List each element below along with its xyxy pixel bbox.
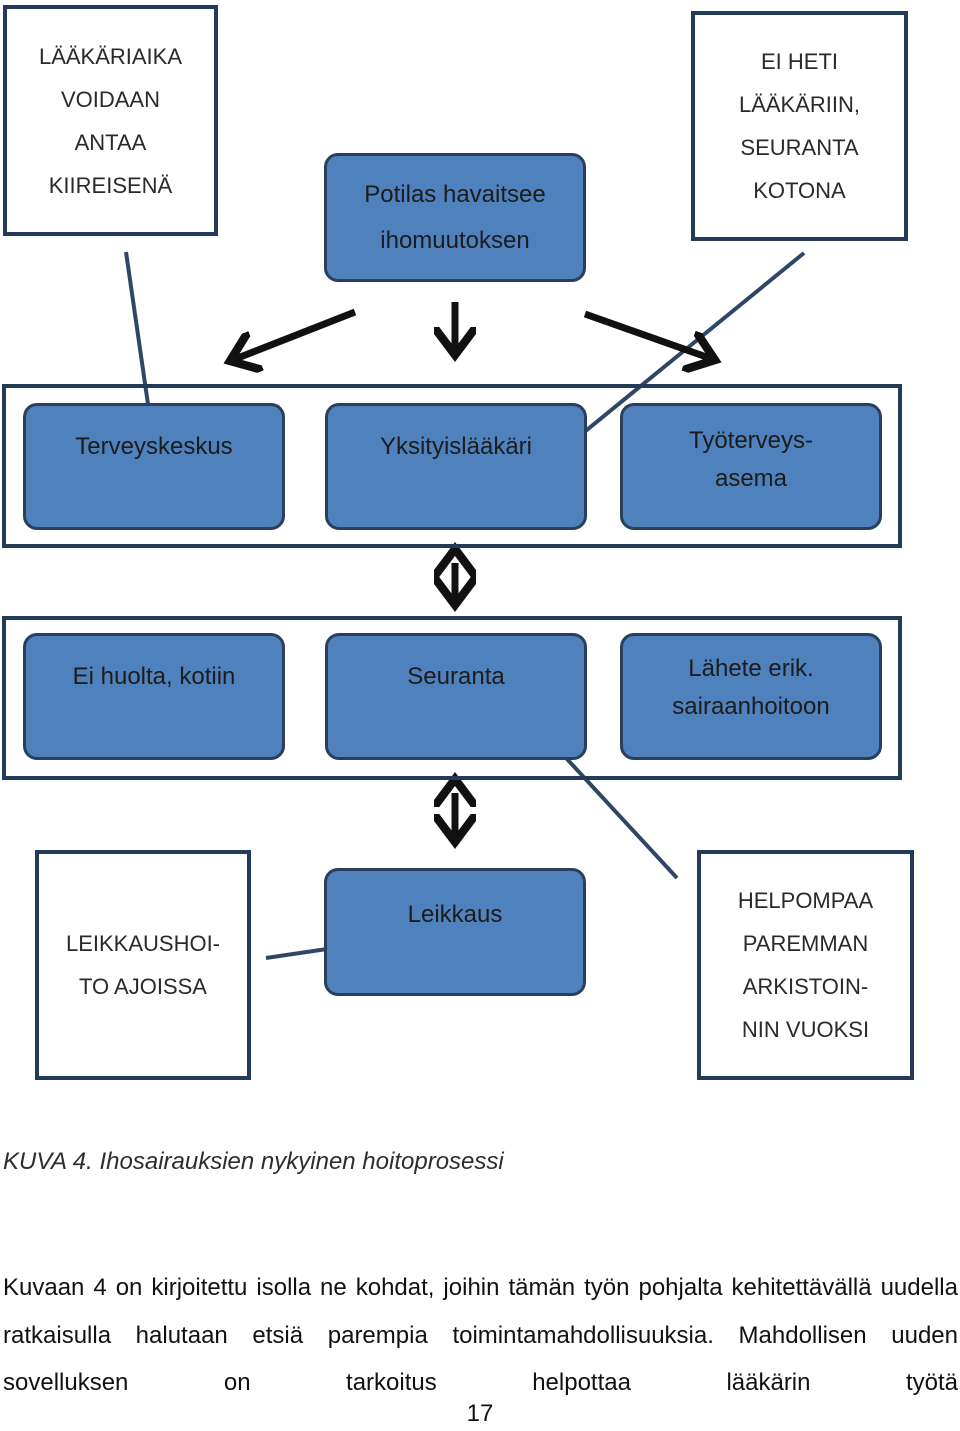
arrow-to-tyoterveysasema — [583, 310, 715, 360]
provider-tyoterveysasema: Työterveys- asema — [620, 403, 882, 530]
outcome-group — [2, 616, 902, 780]
surgery-box-label: Leikkaus — [407, 901, 503, 928]
outcome-ei-huolta-label: Ei huolta, kotiin — [72, 663, 236, 690]
note-home-monitoring-text: EI HETI LÄÄKÄRIIN, SEURANTA KOTONA — [738, 49, 861, 203]
note-urgent-appointment-text: LÄÄKÄRIAIKA VOIDAAN ANTAA KIIREISENÄ — [38, 43, 183, 198]
provider-group — [2, 384, 902, 548]
note-timely-surgery: LEIKKAUSHOI- TO AJOISSA — [35, 850, 251, 1080]
outcome-seuranta: Seuranta — [325, 633, 587, 760]
note-better-archiving: HELPOMPAA PAREMMAN ARKISTOIN- NIN VUOKSI — [697, 850, 914, 1080]
note-home-monitoring: EI HETI LÄÄKÄRIIN, SEURANTA KOTONA — [691, 11, 908, 241]
figure-caption: KUVA 4. Ihosairauksien nykyinen hoitopro… — [3, 1148, 504, 1175]
start-box: Potilas havaitsee ihomuutoksen — [324, 153, 586, 282]
surgery-box: Leikkaus — [324, 868, 586, 996]
provider-tyoterveysasema-label: Työterveys- asema — [688, 427, 814, 492]
start-box-label: Potilas havaitsee ihomuutoksen — [364, 180, 546, 254]
outcome-ei-huolta: Ei huolta, kotiin — [23, 633, 285, 760]
outcome-lahete-label: Lähete erik. sairaanhoitoon — [672, 655, 830, 720]
page-number: 17 — [466, 1400, 494, 1427]
note-timely-surgery-text: LEIKKAUSHOI- TO AJOISSA — [65, 931, 221, 999]
arrow-to-terveyskeskus — [230, 308, 357, 361]
body-paragraph: Kuvaan 4 on kirjoitettu isolla ne kohdat… — [3, 1274, 958, 1396]
provider-yksityislaakari: Yksityislääkäri — [325, 403, 587, 530]
outcome-seuranta-label: Seuranta — [407, 663, 505, 690]
provider-terveyskeskus-label: Terveyskeskus — [75, 433, 233, 460]
outcome-lahete: Lähete erik. sairaanhoitoon — [620, 633, 882, 760]
connector-right-top — [543, 251, 806, 466]
note-better-archiving-text: HELPOMPAA PAREMMAN ARKISTOIN- NIN VUOKSI — [737, 888, 874, 1042]
note-urgent-appointment: LÄÄKÄRIAIKA VOIDAAN ANTAA KIIREISENÄ — [3, 5, 218, 236]
connector-left-top — [124, 251, 152, 419]
provider-yksityislaakari-label: Yksityislääkäri — [379, 433, 533, 460]
provider-terveyskeskus: Terveyskeskus — [23, 403, 285, 530]
